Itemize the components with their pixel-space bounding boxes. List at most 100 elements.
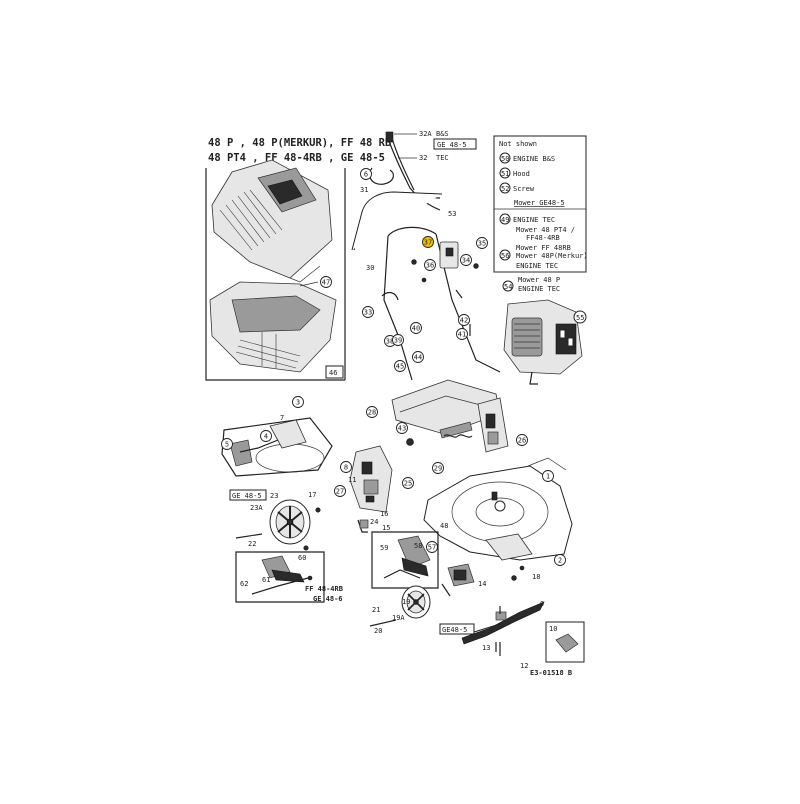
svg-text:42: 42 (460, 317, 468, 325)
engine-note-line2: ENGINE TEC (518, 285, 560, 293)
svg-text:27: 27 (336, 488, 344, 496)
svg-text:Hood: Hood (513, 170, 530, 178)
svg-text:4: 4 (264, 433, 268, 441)
axle-bolt-19a (369, 619, 397, 627)
callout-13: 13 (482, 644, 490, 652)
mower-deck (423, 457, 573, 561)
variant-ge486: GE 48-6 (313, 595, 343, 603)
callout-21: 21 (372, 606, 380, 614)
svg-text:56: 56 (501, 252, 509, 260)
label-54: 54 (504, 283, 512, 291)
grass-bag-hood (211, 159, 333, 283)
callout-44: 44 (412, 351, 424, 363)
blade-adapter (495, 606, 507, 656)
callout-37: 37 (422, 236, 434, 248)
variant-ff484rb: FF 48-4RB (305, 585, 343, 593)
flap-spring (443, 434, 473, 438)
callout-22: 22 (248, 540, 256, 548)
callout-43: 43 (396, 422, 408, 434)
callout-3: 3 (292, 396, 304, 408)
svg-text:40: 40 (412, 325, 420, 333)
engine (503, 299, 583, 385)
callout-18: 18 (532, 573, 540, 581)
callout-4: 4 (260, 430, 272, 442)
left-lever-assembly (251, 555, 313, 595)
svg-text:47: 47 (322, 279, 330, 287)
label-32a-ge: GE 48-5 (437, 141, 467, 149)
callout-28: 28 (366, 406, 378, 418)
rear-bracket-right (477, 397, 509, 453)
legend-item-52: 52 Screw (499, 182, 535, 194)
callout-47: 47 (320, 276, 332, 288)
legend-item-56: 56 ENGINE TEC (499, 249, 558, 270)
callout-6: 6 (360, 168, 372, 180)
throttle-cable (385, 131, 441, 211)
callout-59: 59 (380, 544, 388, 552)
engine-note-line1: Mower 48 P (518, 276, 560, 284)
callout-5: 5 (221, 438, 233, 450)
center-lever-assembly (383, 535, 431, 579)
grass-bag-inset-frame (205, 168, 346, 381)
svg-text:44: 44 (414, 354, 422, 362)
washer-43 (406, 438, 414, 446)
callout-57: 57 (426, 541, 438, 553)
callout-27: 27 (334, 485, 346, 497)
callout-16: 16 (380, 510, 388, 518)
callout-11: 11 (348, 476, 356, 484)
callout-30: 30 (366, 264, 374, 272)
model-list-line2: 48 PT4 , FF 48-4RB , GE 48-5 (208, 152, 385, 164)
callout-20: 20 (374, 627, 382, 635)
cable-clip (369, 167, 394, 185)
callout-61: 61 (262, 576, 270, 584)
front-wheel (401, 585, 431, 619)
callout-14: 14 (478, 580, 486, 588)
svg-text:36: 36 (426, 262, 434, 270)
model-list-line1: 48 P , 48 P(MERKUR), FF 48 RB (208, 137, 391, 149)
callout-19: 19 (402, 598, 410, 606)
callout-60: 60 (298, 554, 306, 562)
legend-item-51: 51 Hood (499, 167, 530, 179)
svg-text:ENGINE B&S: ENGINE B&S (513, 155, 555, 163)
svg-text:2: 2 (558, 557, 562, 565)
svg-text:28: 28 (368, 409, 376, 417)
callout-25: 25 (402, 477, 414, 489)
height-adjuster-inset (221, 417, 333, 477)
callout-7: 7 (280, 414, 284, 422)
variant-ge485-left: GE 48-5 (232, 492, 262, 500)
callout-31: 31 (360, 186, 368, 194)
label-32a: 32A (419, 130, 432, 138)
callout-9: 9 (540, 600, 544, 608)
callout-12: 12 (520, 662, 528, 670)
legend-note-56b: Mower 48P(Merkur) (516, 252, 588, 260)
callout-2: 2 (554, 554, 566, 566)
label-32: 32 (419, 154, 427, 162)
svg-text:33: 33 (364, 309, 372, 317)
svg-text:49: 49 (501, 216, 509, 224)
legend-title: Not shown (499, 140, 537, 148)
label-55-circle (573, 310, 587, 324)
callout-53: 53 (448, 210, 456, 218)
svg-text:29: 29 (434, 465, 442, 473)
svg-text:1: 1 (546, 473, 550, 481)
callout-29: 29 (432, 462, 444, 474)
variant-frame-left (235, 551, 325, 603)
callout-24: 24 (370, 518, 378, 526)
svg-text:8: 8 (344, 464, 348, 472)
callout-58: 58 (414, 542, 422, 550)
label-54-circle (502, 280, 514, 292)
legend-note-56a: Mower FF 48RB (516, 244, 571, 252)
callout-23: 23 (270, 492, 278, 500)
cutting-blade (461, 601, 545, 645)
callout-45: 45 (394, 360, 406, 372)
svg-text:52: 52 (501, 185, 509, 193)
svg-text:38: 38 (386, 338, 394, 346)
front-adjuster (441, 563, 475, 597)
handle-bolts (381, 259, 479, 336)
adapter-inset-number: 10 (549, 625, 557, 633)
inset-number-box (325, 365, 344, 379)
callout-15: 15 (382, 524, 390, 532)
grass-bag-frame (209, 281, 337, 373)
